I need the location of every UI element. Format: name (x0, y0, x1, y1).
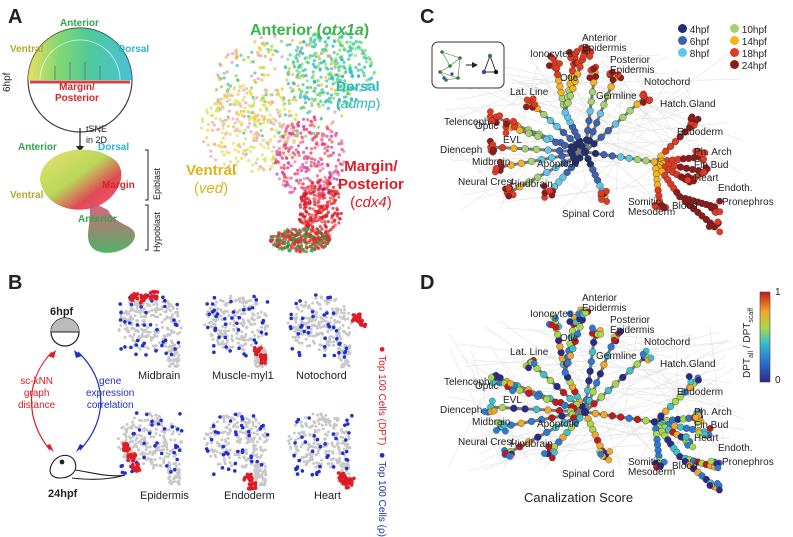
tree-label: Spinal Cord (562, 210, 614, 220)
cb-mid: / DPT (742, 323, 753, 351)
tree-label: Posterior Epidermis (610, 56, 654, 76)
tree-label: Lat. Line (510, 348, 548, 358)
tree-label: Hindbrain (510, 180, 553, 190)
tree-label: Anterior Epidermis (582, 34, 626, 54)
tree-label: Hatch.Gland (660, 360, 716, 370)
tree-label: Dienceph (440, 406, 482, 416)
tree-label: Blood (672, 462, 698, 472)
tree-label: Endoth. (718, 184, 752, 194)
tree-label: Ionocytes (530, 310, 573, 320)
tree-label: Endoderm (677, 388, 723, 398)
tree-label: Heart (694, 174, 718, 184)
tree-label: Neural Crest (458, 178, 514, 188)
tree-label: Midbrain (472, 418, 510, 428)
tree-label: Heart (694, 434, 718, 444)
tree-label: Ph. Arch (694, 148, 732, 158)
tree-label: Otic (560, 334, 578, 344)
colorbar-label: DPTall / DPTscaff (742, 308, 755, 378)
cb-sub-scaff: scaff (748, 308, 755, 323)
tree-label: Pronephros (722, 458, 774, 468)
tree-label: Lat. Line (510, 88, 548, 98)
tree-label: Anterior Epidermis (582, 294, 626, 314)
tree-label: Endoth. (718, 444, 752, 454)
tree-label: Neural Crest (458, 438, 514, 448)
colorbar-min: 0 (775, 375, 781, 386)
tree-label: Ionocytes (530, 50, 573, 60)
tree-label: Spinal Cord (562, 470, 614, 480)
tree-label: Otic (560, 74, 578, 84)
tree-label: Notochord (644, 78, 690, 88)
tree-label: Dienceph (440, 146, 482, 156)
tree-label: Midbrain (472, 158, 510, 168)
tree-label: Hindbrain (510, 440, 553, 450)
tree-label: Pronephros (722, 198, 774, 208)
tree-label: Fin Bud (694, 161, 728, 171)
tree-label: Germline (596, 92, 637, 102)
tree-label: EVL (503, 136, 522, 146)
tree-label: Notochord (644, 338, 690, 348)
colorbar-max: 1 (775, 287, 781, 298)
tree-label: Posterior Epidermis (610, 316, 654, 336)
tree-label: Ph. Arch (694, 408, 732, 418)
tree-label: Optic (475, 122, 498, 132)
tree-label: Apoptotic (537, 160, 579, 170)
tree-label: Somitic Mesoderm (628, 198, 675, 218)
cb-sub-all: all (748, 351, 755, 358)
tree-label: Germline (596, 352, 637, 362)
tree-label: Hatch.Gland (660, 100, 716, 110)
tree-label: Endoderm (677, 128, 723, 138)
tree-label: Somitic Mesoderm (628, 458, 675, 478)
tree-label: Optic (475, 382, 498, 392)
tree-label: Fin Bud (694, 421, 728, 431)
tree-label: Apoptotic (537, 420, 579, 430)
cb-dpt: DPT (742, 358, 753, 378)
tree-label: Blood (672, 202, 698, 212)
tree-label: EVL (503, 396, 522, 406)
